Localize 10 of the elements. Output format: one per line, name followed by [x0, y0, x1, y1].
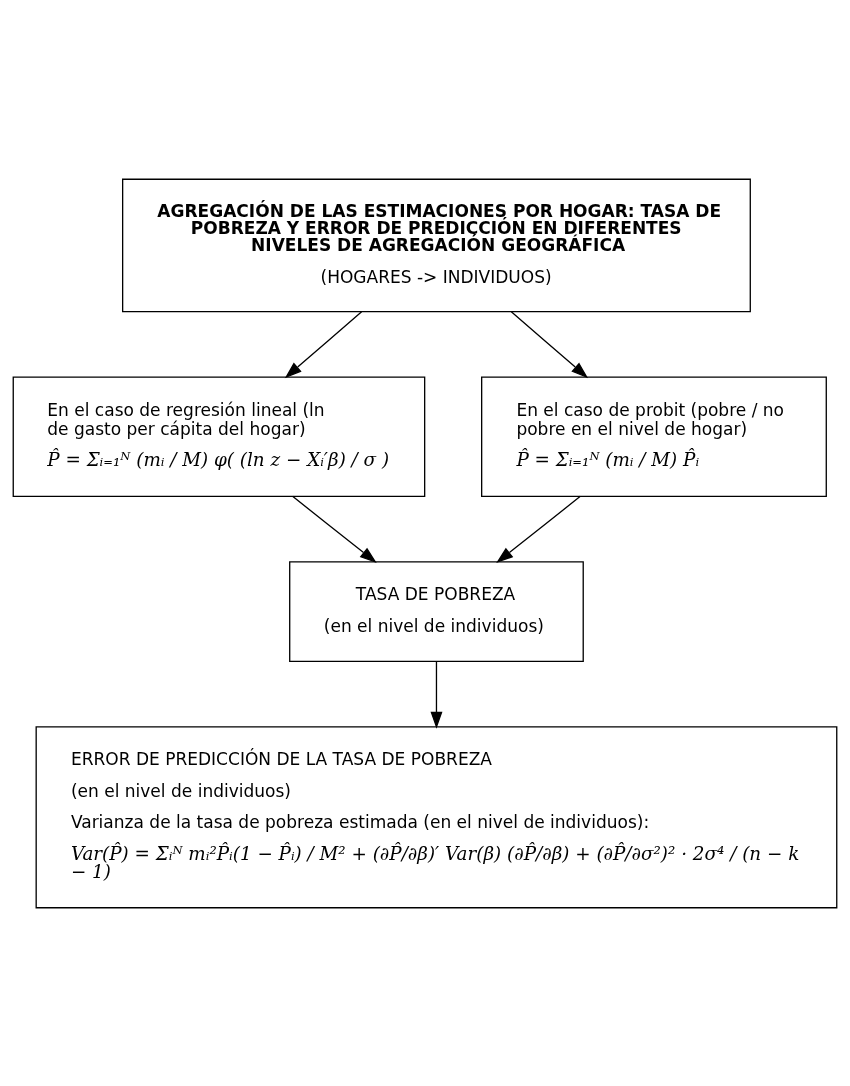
- node-box: AGREGACIÓN DE LAS ESTIMACIONES POR HOGAR: TASA DE POBREZA Y ERROR DE PREDICCIÓN EN DIFERENTES NIVELES DE AGREGACIÓN GEOGRÁFICA (HOGARES -> INDIVIDUOS): [122, 178, 751, 312]
- node-box: TASA DE POBREZA (en el nivel de individuos): [289, 560, 584, 662]
- node-box: En el caso de regresión lineal (ln de gasto per cápita del hogar) P̂ = Σᵢ₌₁ᴺ (mᵢ / M) φ( (ln z − Xᵢ′β) / σ ): [12, 375, 426, 497]
- node-box: ERROR DE PREDICCIÓN DE LA TASA DE POBREZA (en el nivel de individuos) Varianza de la tasa de pobreza estimada (en el nivel de individuos): Var(P̂) = Σᵢᴺ mᵢ²P̂ᵢ(1 − P̂ᵢ) / M² + (∂P̂/∂β)′ Var(β) (∂P̂/∂β) + (∂P̂/∂σ²)² · 2σ⁴ / (n − k − 1): [35, 725, 838, 908]
- arrow: [430, 660, 443, 729]
- arrow: [291, 495, 377, 563]
- node-box: En el caso de probit (pobre / no pobre en el nivel de hogar) P̂ = Σᵢ₌₁ᴺ (mᵢ / M) P̂ᵢ: [481, 375, 827, 497]
- arrow: [496, 495, 581, 563]
- arrow: [284, 310, 363, 378]
- arrow: [510, 310, 589, 378]
